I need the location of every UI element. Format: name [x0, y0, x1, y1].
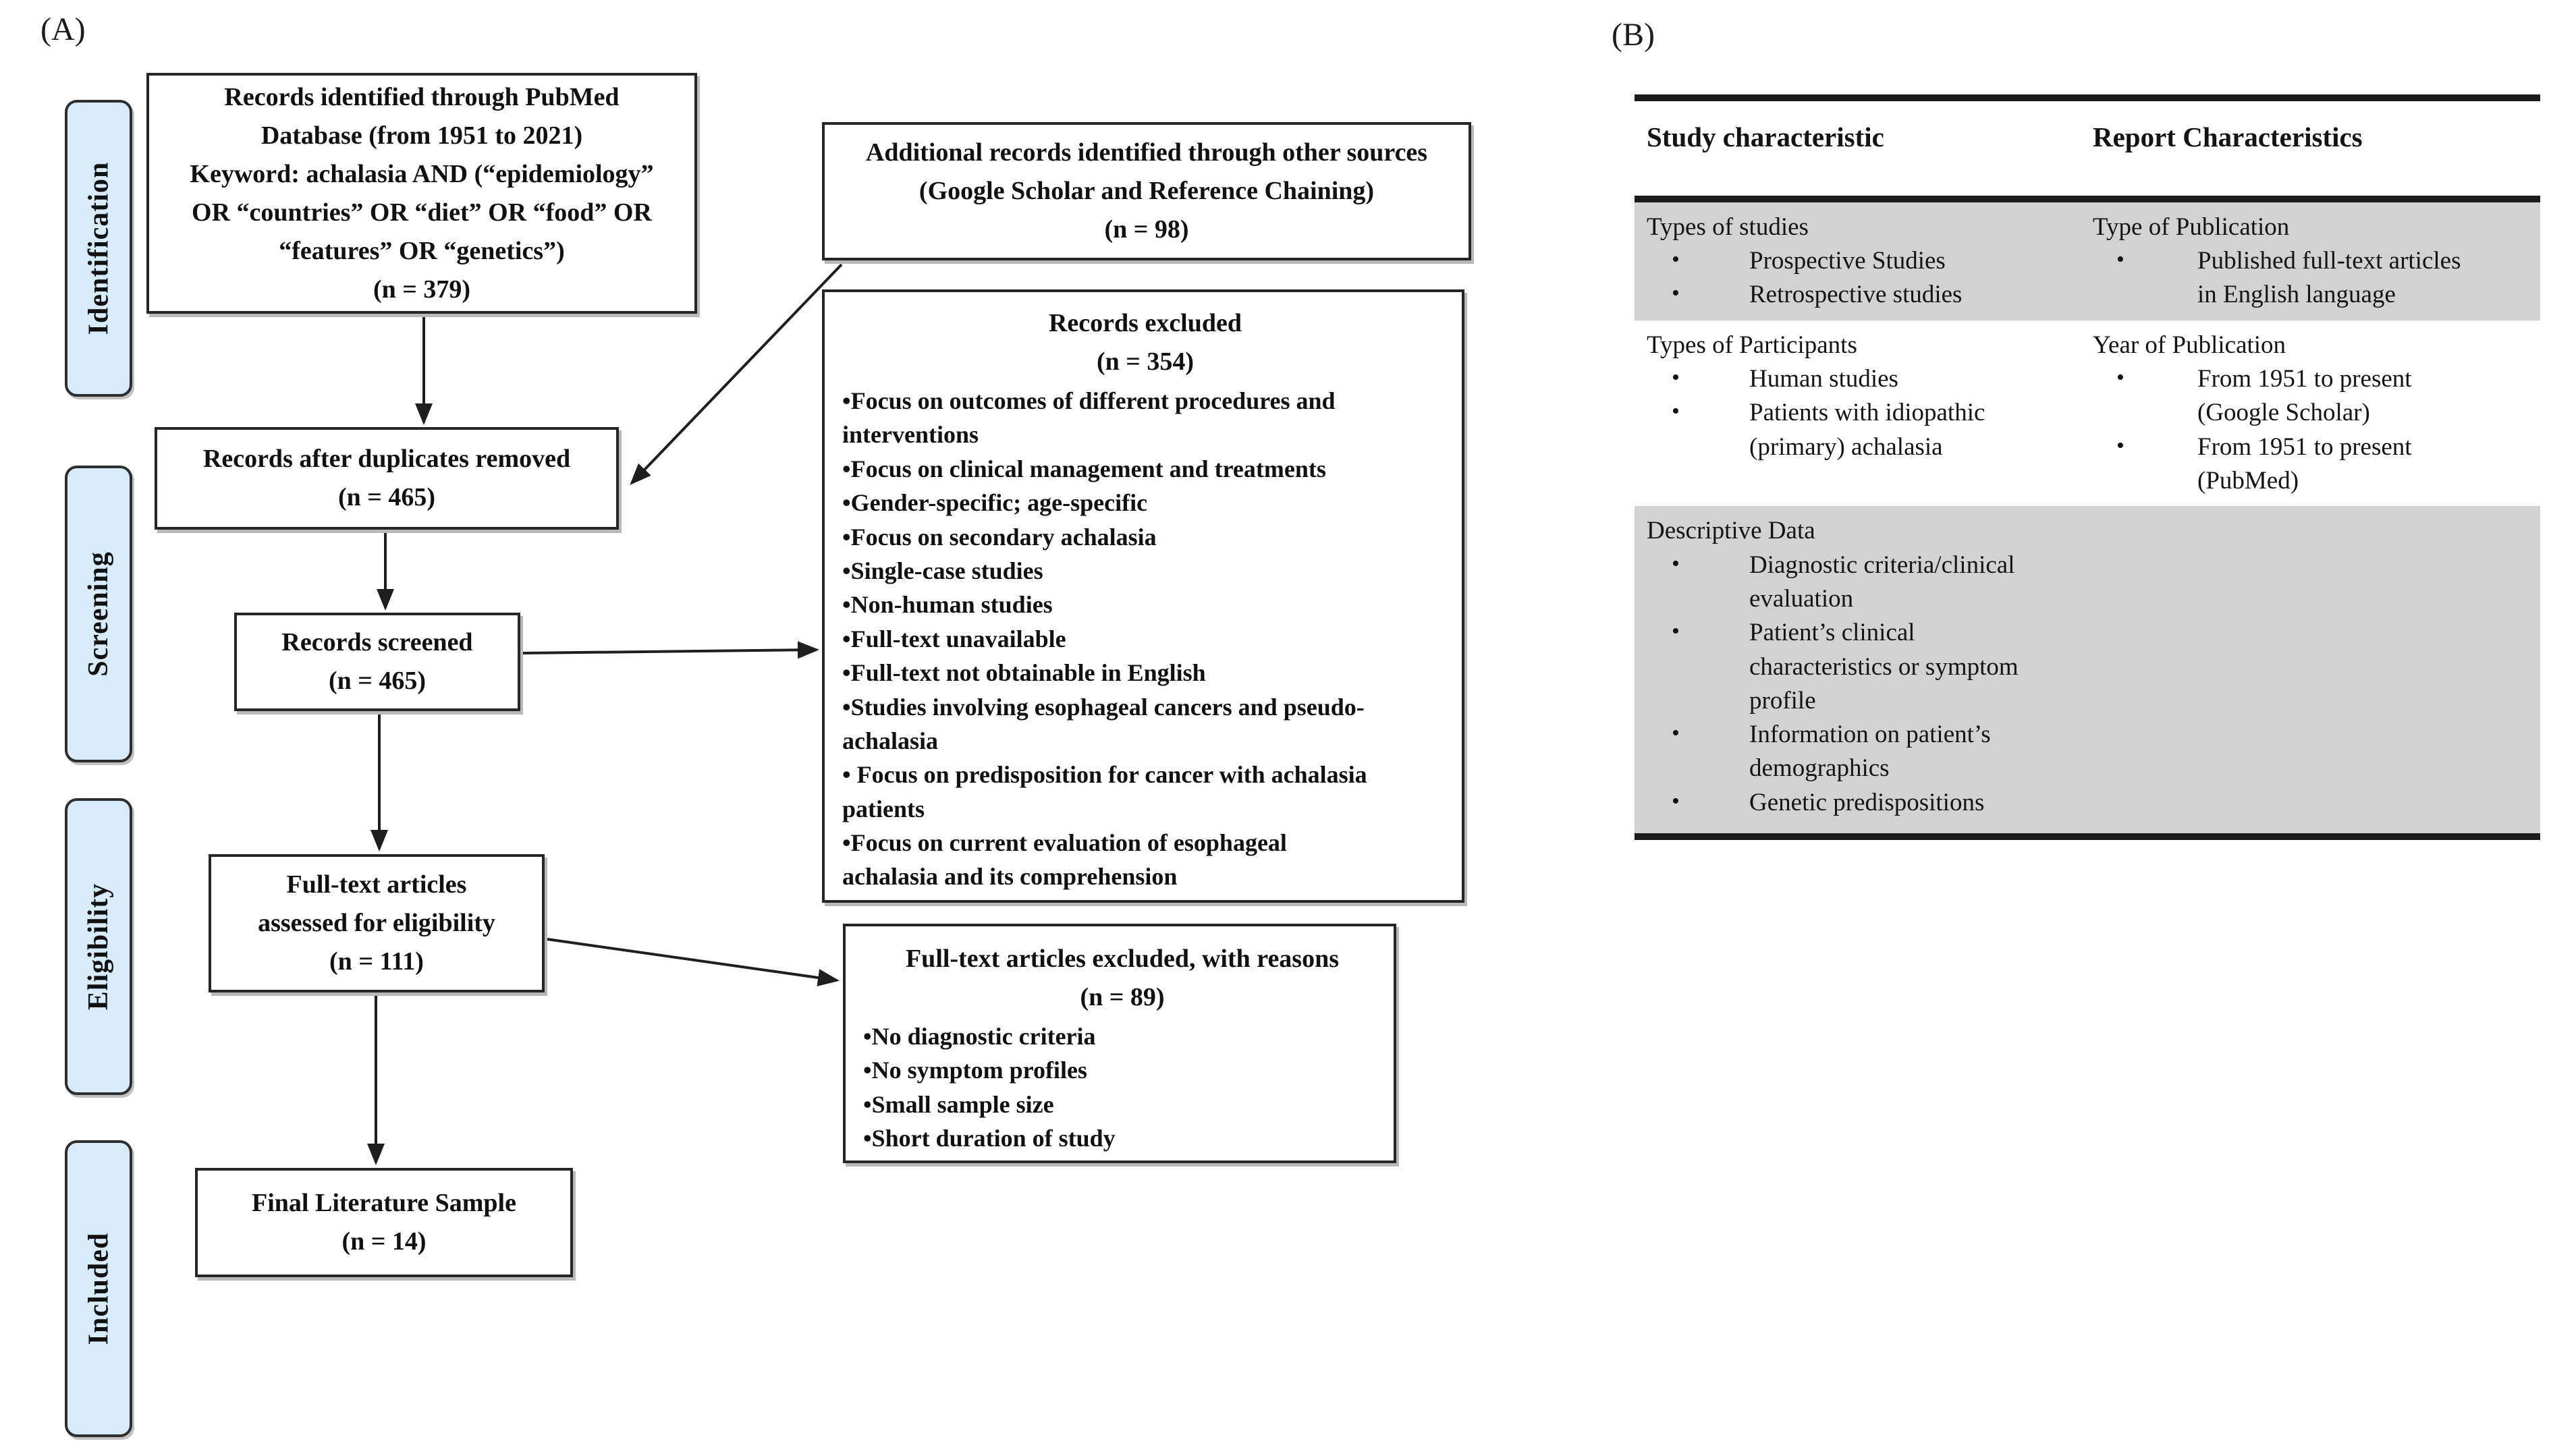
box-records-screened-text: Records screened (n = 465) — [281, 628, 473, 695]
table-cell: Types of Participants •Human studies •Pa… — [1635, 320, 2093, 507]
cell-title: Type of Publication — [2093, 213, 2290, 241]
excluded-reason-item: •Full-text unavailable — [842, 625, 1066, 652]
bullet-item: •From 1951 to present (PubMed) — [2116, 430, 2540, 499]
table-cell-empty — [2093, 506, 2540, 828]
bullet-dot: • — [1672, 721, 1680, 746]
arrow-fulltext-to-excluded — [547, 938, 840, 986]
box-records-identified: Records identified through PubMed Databa… — [146, 73, 697, 314]
stage-screening: Screening — [65, 466, 132, 762]
stage-included: Included — [65, 1140, 132, 1437]
excluded-reason-item: •Focus on current evaluation of esophage… — [842, 829, 1287, 891]
cell-bullets: •Human studies •Patients with idiopathic… — [1647, 362, 2093, 464]
box-final-sample: Final Literature Sample (n = 14) — [195, 1168, 573, 1277]
stage-eligibility: Eligibility — [65, 798, 132, 1095]
bullet-item: •Human studies — [1672, 362, 2093, 396]
stage-identification: Identification — [65, 100, 132, 397]
table-cell: Year of Publication •From 1951 to presen… — [2093, 320, 2540, 507]
box-records-excluded: Records excluded (n = 354) •Focus on out… — [822, 289, 1464, 903]
bullet-item: •Retrospective studies — [1672, 278, 2093, 312]
excluded-reason-item: •Gender-specific; age-specific — [842, 489, 1148, 517]
table-header-report: Report Characteristics — [2093, 121, 2363, 152]
bullet-item: •Patient’s clinical characteristics or s… — [1672, 616, 2093, 718]
cell-title: Descriptive Data — [1647, 517, 1815, 545]
bullet-item: •Published full-text articles in English… — [2116, 244, 2540, 312]
bullet-dot: • — [2116, 432, 2124, 458]
table-row-types-of-studies: Types of studies •Prospective Studies •R… — [1635, 202, 2540, 320]
table-cell: Descriptive Data •Diagnostic criteria/cl… — [1635, 506, 2093, 828]
stage-included-label: Included — [83, 1232, 115, 1345]
bullet-item: •Information on patient’s demographics — [1672, 718, 2093, 786]
bullet-dot: • — [1672, 619, 1680, 644]
bullet-dot: • — [1672, 281, 1680, 306]
box-fulltext-assessed: Full-text articles assessed for eligibil… — [209, 854, 545, 992]
cell-bullets: •Prospective Studies •Retrospective stud… — [1647, 244, 2093, 312]
fulltext-excluded-list: •No diagnostic criteria •No symptom prof… — [863, 1019, 1381, 1156]
bullet-item: •Diagnostic criteria/clinical evaluation — [1672, 549, 2093, 617]
box-records-identified-text: Records identified through PubMed Databa… — [190, 82, 654, 304]
table-bottom-rule — [1635, 833, 2540, 841]
excluded-reason-item: •Full-text not obtainable in English — [842, 659, 1206, 687]
bullet-item: •Genetic predispositions — [1672, 786, 2093, 820]
excluded-reason-item: •Studies involving esophageal cancers an… — [842, 693, 1365, 754]
fulltext-excluded-item: •Short duration of study — [863, 1125, 1116, 1152]
box-fulltext-excluded-title: Full-text articles excluded, with reason… — [905, 945, 1340, 1011]
table-row-descriptive-data: Descriptive Data •Diagnostic criteria/cl… — [1635, 506, 2540, 834]
box-fulltext-excluded: Full-text articles excluded, with reason… — [843, 924, 1396, 1163]
excluded-reason-item: •Focus on outcomes of different procedur… — [842, 387, 1336, 449]
table-header-rule — [1635, 195, 2540, 202]
box-additional-records: Additional records identified through ot… — [822, 122, 1471, 260]
table-cell: Types of studies •Prospective Studies •R… — [1635, 202, 2093, 320]
bullet-item: •Prospective Studies — [1672, 244, 2093, 278]
bullet-dot: • — [2116, 365, 2124, 390]
bullet-item: •Patients with idiopathic (primary) acha… — [1672, 396, 2093, 464]
excluded-reason-item: •Focus on clinical management and treatm… — [842, 455, 1326, 482]
bullet-dot: • — [1672, 247, 1680, 273]
bullet-dot: • — [1672, 551, 1680, 576]
bullet-dot: • — [1672, 788, 1680, 814]
box-duplicates-removed-text: Records after duplicates removed (n = 46… — [202, 445, 571, 511]
cell-bullets: •Published full-text articles in English… — [2093, 244, 2540, 312]
cell-title: Types of studies — [1647, 213, 1809, 241]
excluded-reason-item: •Single-case studies — [842, 557, 1043, 584]
cell-title: Types of Participants — [1647, 331, 1857, 359]
cell-bullets: •From 1951 to present (Google Scholar) •… — [2093, 362, 2540, 498]
panel-b-label: (B) — [1612, 17, 1655, 53]
excluded-reason-item: •Focus on secondary achalasia — [842, 523, 1157, 551]
table-row-types-of-participants: Types of Participants •Human studies •Pa… — [1635, 320, 2540, 507]
table-header-row: Study characteristic Report Characterist… — [1635, 101, 2540, 196]
bullet-dot: • — [2116, 247, 2124, 273]
box-additional-records-text: Additional records identified through ot… — [865, 138, 1428, 244]
cell-bullets: •Diagnostic criteria/clinical evaluation… — [1647, 549, 2093, 820]
cell-title: Year of Publication — [2093, 331, 2286, 359]
box-records-screened: Records screened (n = 465) — [234, 613, 520, 711]
excluded-reason-item: • Focus on predisposition for cancer wit… — [842, 761, 1367, 822]
box-final-sample-text: Final Literature Sample (n = 14) — [252, 1189, 516, 1256]
box-fulltext-assessed-text: Full-text articles assessed for eligibil… — [258, 870, 495, 976]
box-duplicates-removed: Records after duplicates removed (n = 46… — [155, 427, 619, 530]
fulltext-excluded-item: •No symptom profiles — [863, 1057, 1087, 1084]
bullet-dot: • — [1672, 365, 1680, 390]
bullet-item: •From 1951 to present (Google Scholar) — [2116, 362, 2540, 430]
stage-eligibility-label: Eligibility — [83, 883, 114, 1011]
fulltext-excluded-item: •No diagnostic criteria — [863, 1023, 1096, 1050]
panel-a-label: (A) — [40, 11, 86, 47]
box-records-excluded-title: Records excluded (n = 354) — [1048, 309, 1242, 376]
records-excluded-list: •Focus on outcomes of different procedur… — [842, 384, 1448, 894]
table-top-rule — [1635, 94, 2540, 101]
stage-identification-label: Identification — [83, 161, 115, 335]
excluded-reason-item: •Non-human studies — [842, 591, 1053, 619]
bullet-dot: • — [1672, 399, 1680, 424]
characteristics-table: Study characteristic Report Characterist… — [1635, 94, 2540, 841]
table-cell: Type of Publication •Published full-text… — [2093, 202, 2540, 320]
stage-screening-label: Screening — [83, 551, 114, 677]
fulltext-excluded-item: •Small sample size — [863, 1090, 1054, 1118]
arrow-screened-to-excluded — [522, 641, 819, 659]
table-header-study: Study characteristic — [1647, 121, 1884, 152]
